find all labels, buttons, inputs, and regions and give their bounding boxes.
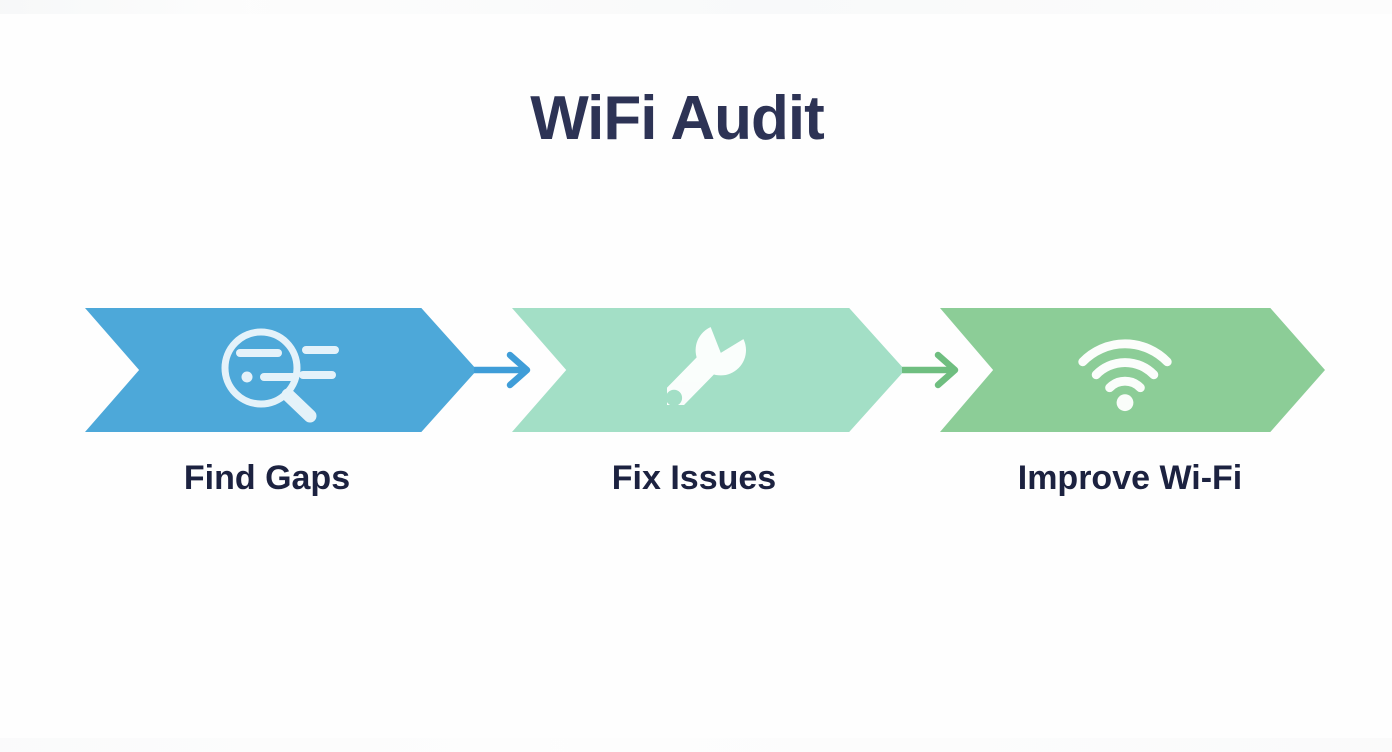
page-title: WiFi Audit [530,84,825,153]
step-label-find-gaps: Find Gaps [183,459,351,497]
background-texture-bottom [0,738,1392,752]
step-chevron-fix-issues [512,308,905,432]
arrow-right-icon [902,351,959,389]
wifi-icon [1077,339,1172,412]
magnifier-scan-icon [221,328,339,422]
step-label-improve-wifi: Improve Wi-Fi [1017,459,1243,497]
step-chevron-improve-wifi [940,308,1325,432]
step-chevron-find-gaps [85,308,477,432]
arrow-right-icon [474,351,531,389]
background-texture-top [0,0,1392,14]
wrench-icon [661,325,746,411]
step-label-fix-issues: Fix Issues [611,459,777,497]
